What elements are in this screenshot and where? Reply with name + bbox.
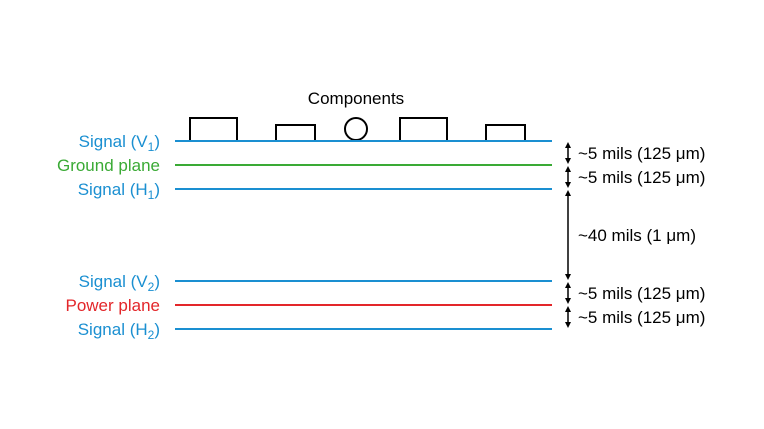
layer-label-signal-v1: Signal (V1) <box>79 132 160 154</box>
dimension-arrow-3 <box>565 190 571 280</box>
layer-label-power-plane: Power plane <box>65 296 160 315</box>
dimension-arrows <box>565 142 571 328</box>
dimension-arrow-2 <box>565 166 571 188</box>
spacing-label-3: ~40 mils (1 μm) <box>578 226 696 245</box>
component-5 <box>485 124 526 142</box>
dimension-arrow-5 <box>565 306 571 328</box>
layer-label-signal-h1: Signal (H1) <box>78 180 160 202</box>
layer-label-signal-v2: Signal (V2) <box>79 272 160 294</box>
components-group <box>189 117 526 142</box>
spacing-label-4: ~5 mils (125 μm) <box>578 284 705 303</box>
layer-label-ground-plane: Ground plane <box>57 156 160 175</box>
component-1 <box>189 117 238 142</box>
component-3 <box>344 117 368 141</box>
spacing-label-1: ~5 mils (125 μm) <box>578 144 705 163</box>
layer-label-signal-h2: Signal (H2) <box>78 320 160 342</box>
spacing-label-5: ~5 mils (125 μm) <box>578 308 705 327</box>
component-4 <box>399 117 448 142</box>
dimension-arrow-4 <box>565 282 571 304</box>
components-label: Components <box>308 89 404 108</box>
spacing-label-2: ~5 mils (125 μm) <box>578 168 705 187</box>
component-2 <box>275 124 316 142</box>
dimension-arrow-1 <box>565 142 571 164</box>
